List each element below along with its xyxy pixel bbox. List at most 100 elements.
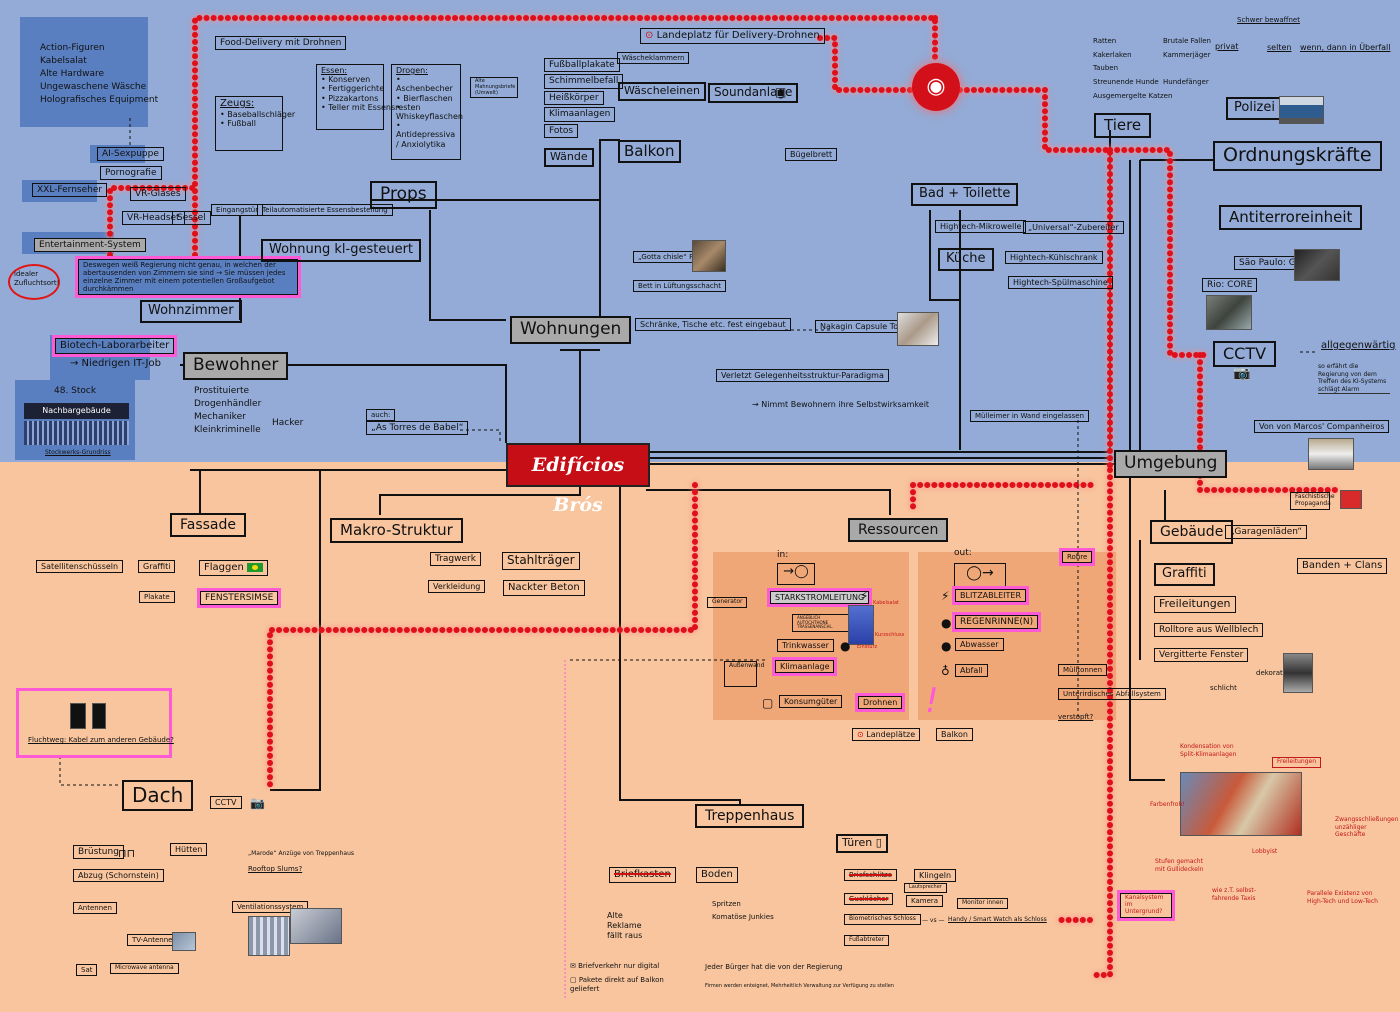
monitor-node[interactable]: Monitor innen [957, 898, 1009, 909]
balkon-ressource-node[interactable]: Balkon [936, 728, 973, 742]
abfall-node[interactable]: Abfall [955, 664, 988, 678]
starkstrom-node[interactable]: STARKSTROMLEITUNG [770, 591, 870, 605]
verletzt-node[interactable]: Verletzt Gelegenheitsstruktur-Paradigma [716, 369, 889, 383]
konsumgueter-node[interactable]: Konsumgüter [779, 695, 843, 709]
spuelmaschine-node[interactable]: Hightech-Spülmaschine [1008, 276, 1113, 290]
kuehlschrank-node[interactable]: Hightech-Kühlschrank [1005, 251, 1103, 265]
vw-node[interactable]: Von von Marcos' Companheiros [1254, 420, 1390, 434]
regenrinne-node[interactable]: REGENRINNE(N) [955, 615, 1039, 630]
sat-node[interactable]: Sat [76, 964, 98, 977]
umgebung-node[interactable]: Umgebung [1114, 450, 1228, 478]
drohnen-node[interactable]: Drohnen [858, 696, 903, 710]
wohnungen-node[interactable]: Wohnungen [510, 316, 632, 344]
vr-glasses-node[interactable]: VR-Glases [130, 187, 186, 202]
blitzableiter-node[interactable]: BLITZABLEITER [955, 589, 1027, 603]
tueren-node[interactable]: Türen ▯ [836, 834, 888, 853]
boden-node[interactable]: Boden [696, 867, 738, 883]
tiere-node[interactable]: Tiere [1094, 113, 1152, 139]
buegelbrett-node[interactable]: Bügelbrett [785, 148, 838, 162]
polizei-node[interactable]: Polizei [1226, 97, 1283, 120]
muelleimer-node[interactable]: Mülleimer in Wand eingelassen [970, 410, 1090, 423]
guckloch-node[interactable]: Gucklöcher [844, 893, 894, 906]
briefkasten-node[interactable]: Briefkasten [609, 867, 676, 883]
microwave-antenna-node[interactable]: Microwave antenna [110, 963, 179, 974]
antiterror-node[interactable]: Antiterroreinheit [1219, 205, 1363, 231]
biometrisch-node[interactable]: Biometrisches Schloss [844, 914, 921, 925]
kueche-node[interactable]: Küche [938, 248, 994, 271]
trinkwasser-node[interactable]: Trinkwasser [777, 639, 834, 653]
rohre-node[interactable]: Rohre [1062, 551, 1093, 564]
cctv-node[interactable]: CCTV [1213, 341, 1277, 368]
bad-node[interactable]: Bad + Toilette [911, 183, 1019, 206]
unterirdisch-node[interactable]: Unterirdisches Abfallsystem [1058, 688, 1166, 701]
root-node[interactable]: Edifícios Brós [506, 443, 650, 516]
gebaeude-node[interactable]: Gebäude [1150, 520, 1234, 545]
bruestung-node[interactable]: Brüstung [73, 845, 124, 860]
wohnung-kl-node[interactable]: Wohnung kl-gesteuert [261, 239, 422, 262]
balkon-node[interactable]: Balkon [618, 140, 681, 164]
universal-node[interactable]: „Universal“-Zubereiter [1023, 221, 1124, 235]
mikrowelle-node[interactable]: Hightech-Mikrowelle [935, 220, 1027, 234]
treppenhaus-node[interactable]: Treppenhaus [695, 804, 805, 829]
rolltore-node[interactable]: Rolltore aus Wellblech [1154, 623, 1264, 638]
garagen-node[interactable]: „Garagenläden“ [1225, 525, 1307, 540]
tragwerk-node[interactable]: Tragwerk [430, 552, 481, 567]
torres-node[interactable]: „As Torres de Babel“ [366, 421, 469, 436]
abzug-node[interactable]: Abzug (Schornstein) [73, 869, 164, 883]
drogen-node[interactable]: Drogen: • Aschenbecher • Bierflaschen • … [391, 64, 463, 160]
ai-sexdoll-node[interactable]: AI-Sexpuppe [97, 147, 164, 162]
satelliten-node[interactable]: Satellitenschüsseln [36, 560, 124, 574]
ressourcen-node[interactable]: Ressourcen [848, 518, 949, 543]
gotta-node[interactable]: „Gotta chisle“ P [633, 251, 699, 264]
bewohner-node[interactable]: Bewohner [183, 352, 289, 380]
drogen-note[interactable]: Alte Mahnungsbriefe (Umwelt) [470, 77, 518, 99]
landeplatz-node[interactable]: ⊙ Landeplatz für Delivery-Drohnen [640, 28, 825, 44]
briefschlitze-node[interactable]: Briefschlitze [844, 869, 897, 882]
graffiti-umgebung-node[interactable]: Graffiti [1154, 563, 1215, 586]
schraenke-node[interactable]: Schränke, Tische etc. fest eingebaut [635, 318, 791, 332]
waende-node[interactable]: Wände [544, 148, 594, 167]
bett-node[interactable]: Bett in Lüftungsschacht [633, 280, 726, 293]
wohnzimmer-note[interactable]: Deswegen weiß Regierung nicht genau, in … [78, 259, 298, 296]
entertainment-node[interactable]: Entertainment-System [34, 238, 146, 253]
eingangstuer-node[interactable]: Eingangstür [211, 204, 264, 217]
flaggen-node[interactable]: Flaggen [199, 560, 269, 576]
dach-node[interactable]: Dach [122, 780, 194, 811]
fenstersimse-node[interactable]: FENSTERSIMSE [200, 591, 279, 606]
fassade-node[interactable]: Fassade [170, 513, 247, 538]
soundanlage-node[interactable]: Soundanlage [708, 83, 799, 103]
rio-node[interactable]: Rio: CORE [1202, 278, 1258, 293]
wall-item[interactable]: Heißkörper [544, 90, 604, 106]
ordnungskraefte-node[interactable]: Ordnungskräfte [1213, 141, 1382, 171]
waescheklammern-node[interactable]: Wäscheklammern [617, 52, 690, 65]
klimaanlage-node[interactable]: Klimaanlage [775, 660, 835, 674]
huetten-node[interactable]: Hütten [170, 843, 208, 857]
stahltraeger-node[interactable]: Stahlträger [502, 552, 580, 570]
freileitungen-node[interactable]: Freileitungen [1154, 596, 1236, 613]
abwasser-node[interactable]: Abwasser [955, 638, 1004, 652]
wall-item[interactable]: Fotos [544, 123, 579, 138]
xxl-tv-node[interactable]: XXL-Fernseher [32, 183, 108, 198]
essen-node[interactable]: Essen: • Konserven • Fertiggerichte • Pi… [316, 64, 421, 130]
wohnzimmer-node[interactable]: Wohnzimmer [140, 300, 242, 323]
wall-item[interactable]: Fußballplakate [544, 58, 620, 73]
wall-item[interactable]: Klimaanlagen [544, 107, 616, 122]
fussabtreter-node[interactable]: Fußabtreter [844, 935, 890, 946]
klingeln-node[interactable]: Klingeln [914, 869, 957, 883]
waescheleinen-node[interactable]: Wäscheleinen [618, 82, 707, 101]
vr-headset-node[interactable]: VR-Headset [122, 211, 185, 226]
kanalsystem-node[interactable]: Kanalsystem im Untergrund? [1120, 893, 1172, 918]
plakate-node[interactable]: Plakate [139, 591, 175, 604]
food-delivery-node[interactable]: Food-Delivery mit Drohnen [215, 36, 347, 51]
landeplaetze-node[interactable]: ⊙ Landeplätze [852, 728, 921, 742]
lautsprecher-node[interactable]: Lautsprecher [904, 883, 947, 893]
generator-node[interactable]: Generator [707, 597, 748, 608]
tv-antenne-node[interactable]: TV-Antenne [127, 934, 178, 947]
verkleidung-node[interactable]: Verkleidung [428, 580, 486, 594]
aussenwand-node[interactable]: Außenwand [724, 661, 764, 687]
pornografie-node[interactable]: Pornografie [100, 166, 162, 181]
faschist-node[interactable]: Faschistische Propaganda [1290, 492, 1335, 510]
teilauto-node[interactable]: Teilautomatisierte Essensbestellung [257, 204, 393, 217]
banden-node[interactable]: Banden + Clans [1297, 558, 1388, 574]
biotech-node[interactable]: Biotech-Laborarbeiter [55, 338, 175, 354]
